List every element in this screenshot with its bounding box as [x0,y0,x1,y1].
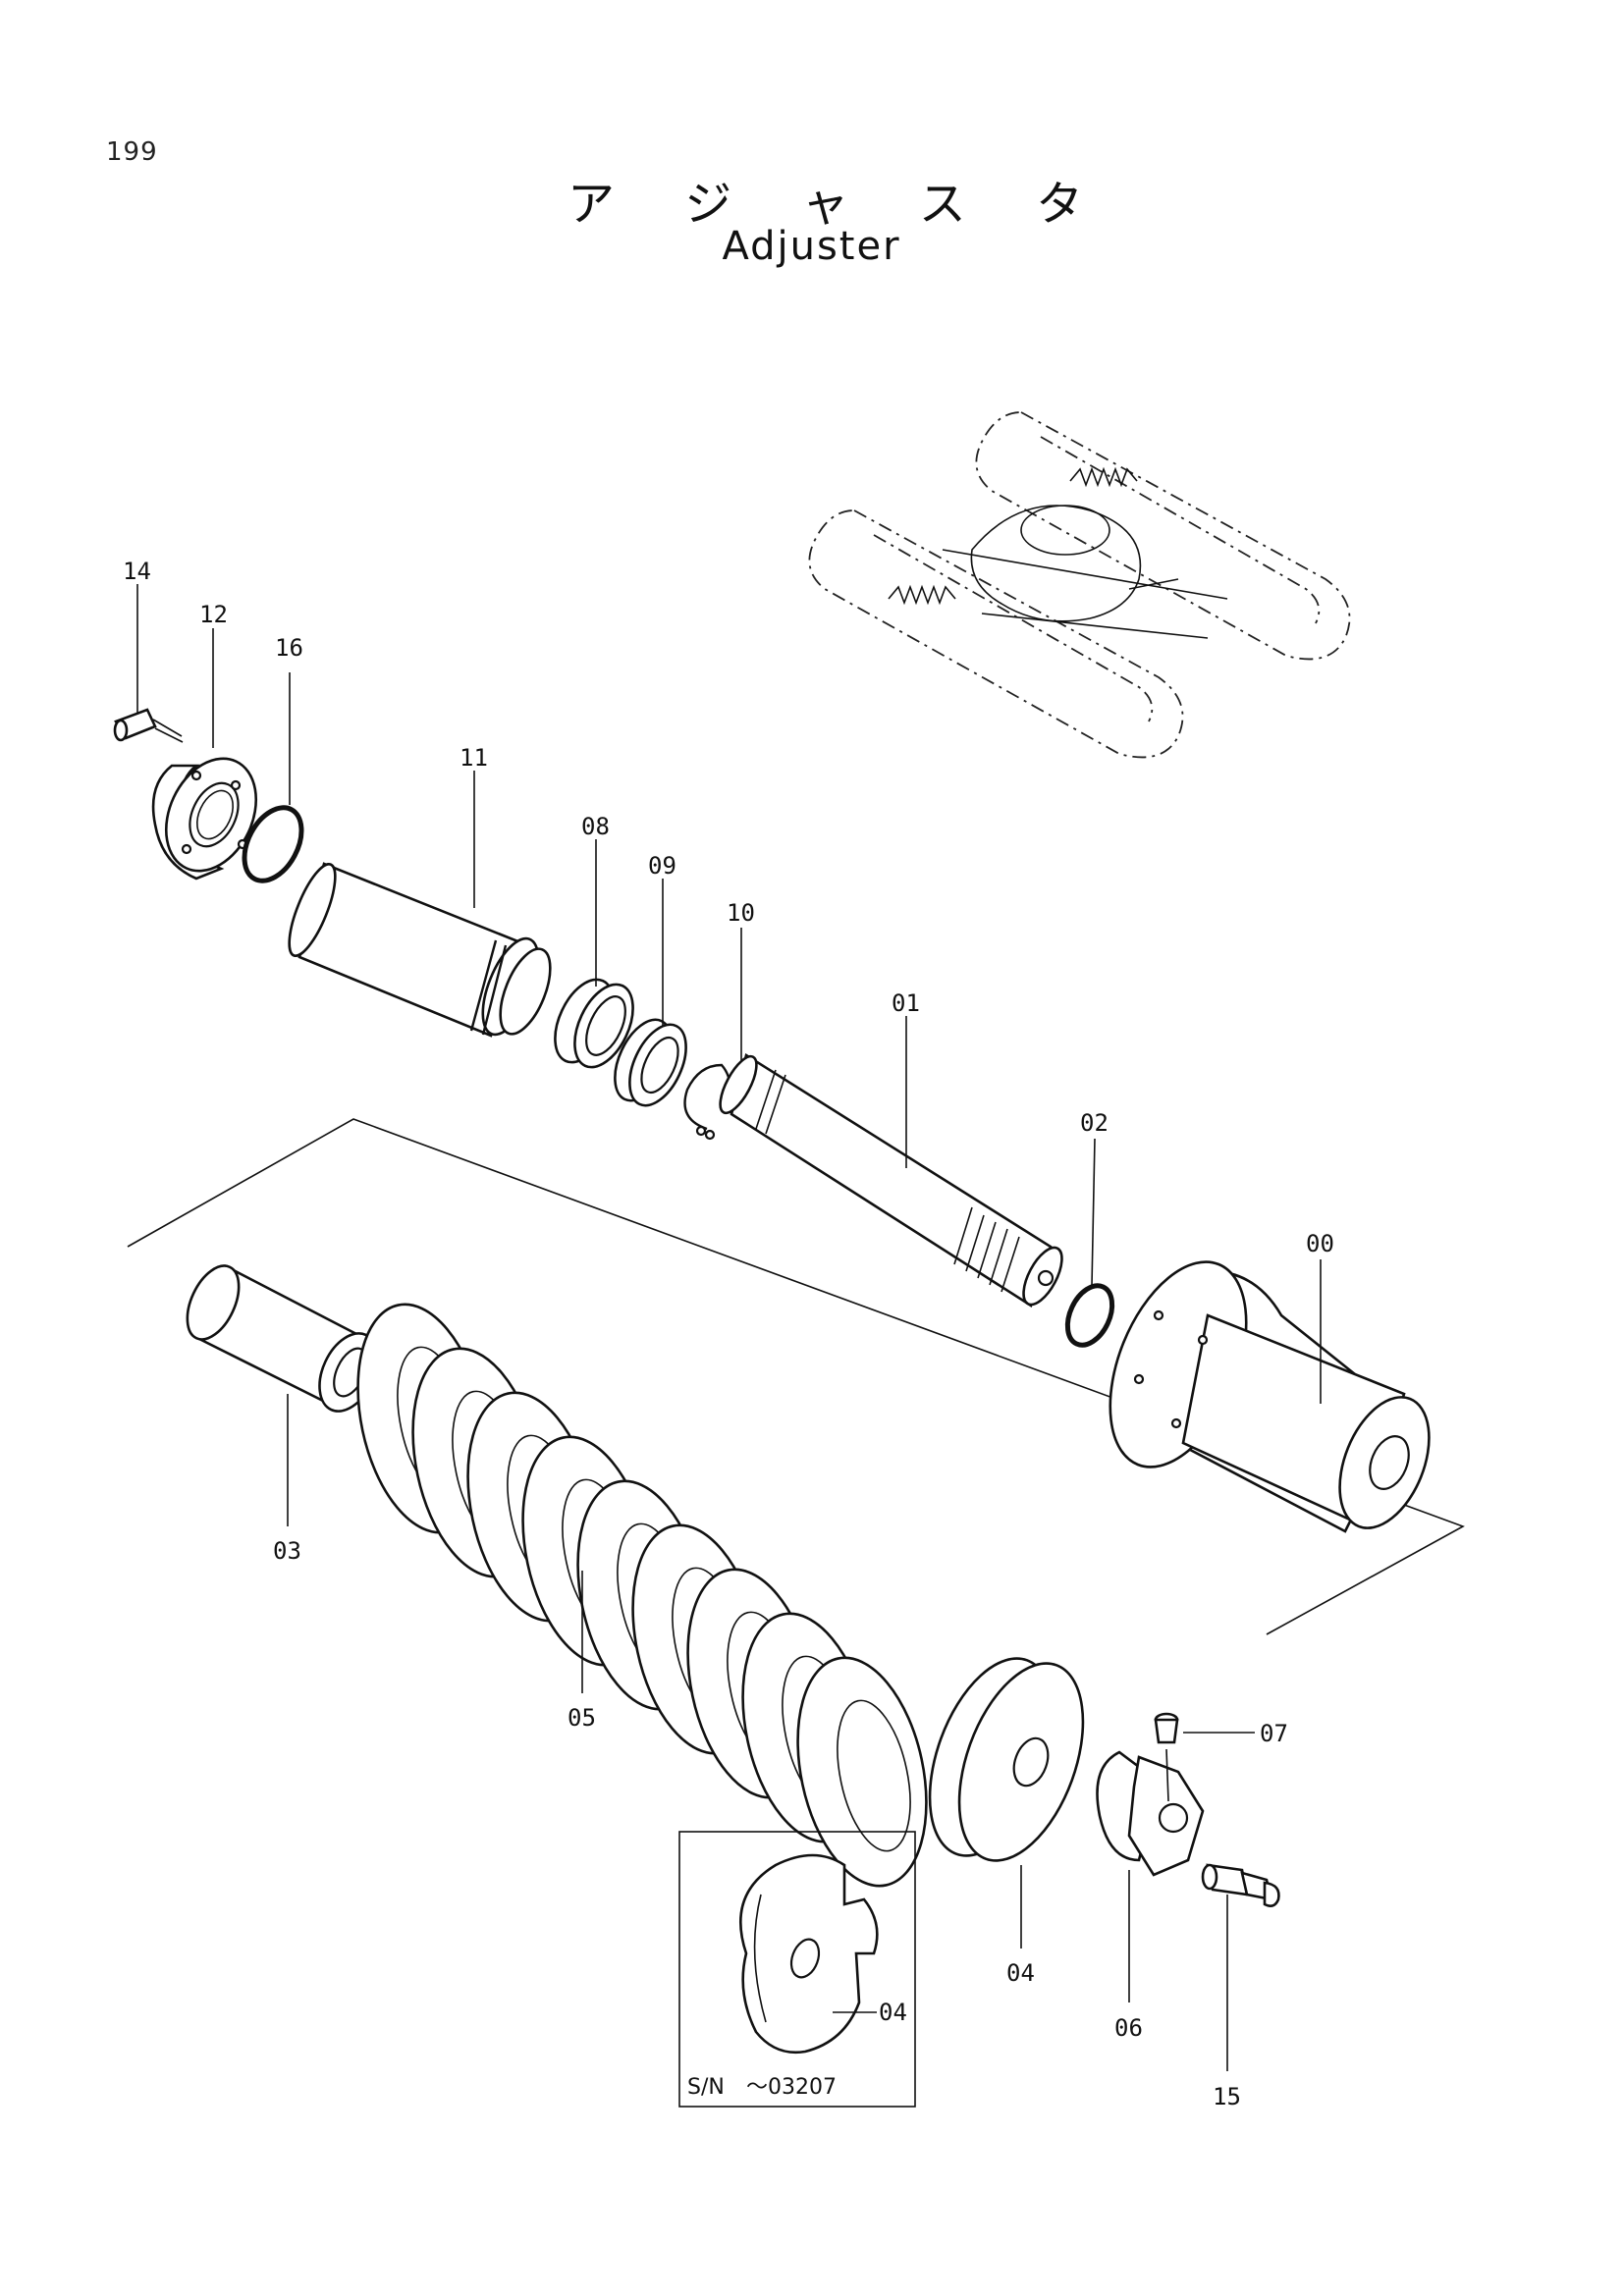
callout-10: 10 [727,899,755,927]
part-02-o-ring [1064,1283,1115,1348]
inset-variant-box: 04 S/N ～03207 [678,1831,916,2108]
part-16-o-ring [242,805,304,883]
callout-04: 04 [1006,1959,1035,1987]
callout-09: 09 [648,852,676,880]
part-01-rod [719,1052,1063,1308]
inset-part-label: 04 [879,1999,907,2026]
undercarriage-overview-illustration [808,411,1351,759]
part-00-cylinder-housing [1109,1260,1431,1533]
page-number: 199 [106,137,158,167]
spring-coil-inner [837,1699,911,1852]
inset-serial-range: ～03207 [746,2075,837,2100]
part-14-bolt [113,708,184,743]
part-15-grease-valve [1201,1863,1280,1907]
callout-12: 12 [199,601,228,628]
part-08-seal [554,978,634,1069]
callout-03: 03 [273,1537,301,1565]
callout-16: 16 [275,634,303,662]
callout-00: 00 [1306,1230,1334,1257]
part-05-coil-spring [356,1303,928,1888]
callout-07: 07 [1260,1720,1288,1747]
part-04-spring-seat [928,1657,1085,1862]
callout-02: 02 [1080,1109,1109,1137]
part-11-cylinder [288,862,552,1038]
page-title-english: Adjuster [722,224,901,269]
part-06-nut [1096,1750,1205,1877]
rod-thread-icon [953,1206,1020,1293]
part-09-seal-ring [614,1018,687,1107]
callout-14: 14 [123,558,151,585]
callout-01: 01 [892,989,920,1017]
callout-leader-lines [136,584,1322,2071]
callout-08: 08 [581,813,610,840]
callout-15: 15 [1213,2083,1241,2110]
callout-05: 05 [568,1704,596,1732]
inset-serial-prefix: S/N [687,2075,725,2100]
spring-icon [888,466,1138,606]
assembly-plane-outline [127,1118,1465,1635]
spring-coil [796,1656,928,1888]
page-title-japanese: ア ジ ャ ス タ [567,177,1111,232]
part-07-plug [1154,1712,1179,1802]
callout-labels: 14 12 16 11 08 09 10 01 02 00 03 05 07 0… [123,558,1334,2110]
callout-06: 06 [1114,2014,1143,2042]
callout-11: 11 [460,744,488,772]
part-12-flange-cover [151,757,258,881]
